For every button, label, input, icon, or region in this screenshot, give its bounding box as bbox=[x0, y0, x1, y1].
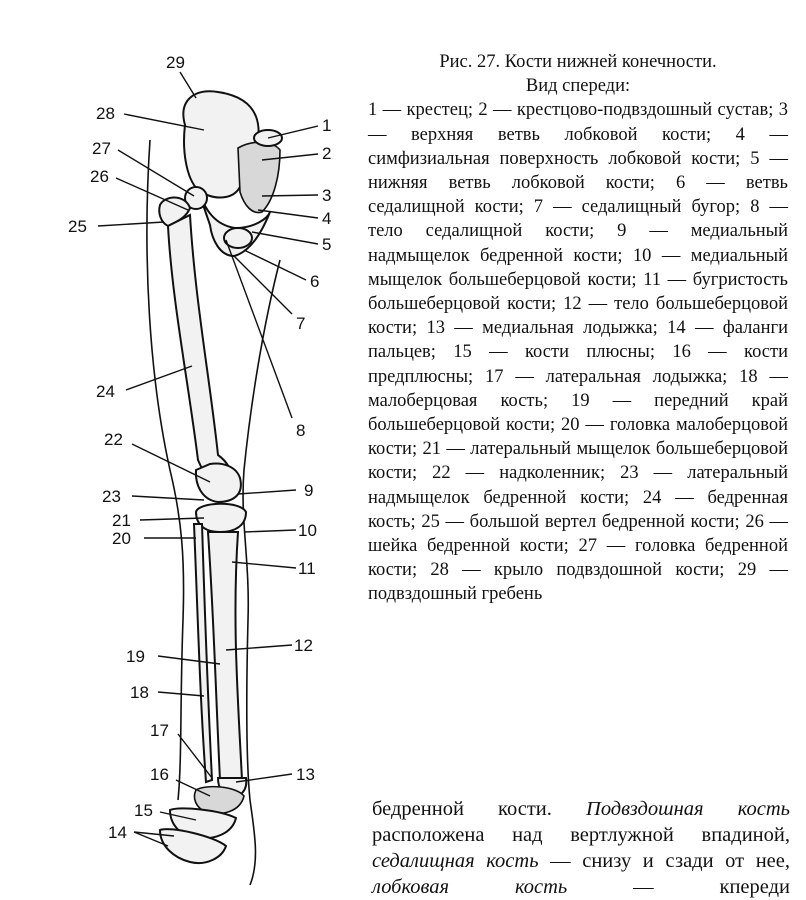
leader-15 bbox=[159, 811, 197, 821]
leader-25 bbox=[97, 221, 165, 227]
body-text-1: бедренной кости. bbox=[372, 798, 587, 820]
leader-23 bbox=[131, 495, 205, 501]
tibia-shaft bbox=[206, 531, 244, 781]
leader-9 bbox=[237, 489, 297, 495]
sacrum bbox=[237, 141, 281, 214]
leader-7 bbox=[233, 255, 293, 315]
leader-lines bbox=[97, 71, 319, 847]
label-15: 15 bbox=[134, 801, 153, 820]
body-text: бедренной кости. Подвздошная кость распо… bbox=[372, 796, 790, 900]
label-25: 25 bbox=[68, 217, 87, 236]
label-23: 23 bbox=[102, 487, 121, 506]
leader-26 bbox=[115, 177, 189, 211]
leader-3 bbox=[261, 194, 319, 197]
label-12: 12 bbox=[294, 636, 313, 655]
term-ischium: седалищная кость bbox=[372, 850, 539, 872]
leader-14b bbox=[133, 831, 175, 837]
label-29: 29 bbox=[166, 53, 185, 72]
leader-4 bbox=[257, 209, 319, 219]
label-27: 27 bbox=[92, 139, 111, 158]
leader-28 bbox=[123, 113, 205, 131]
body-text-4: — кпереди bbox=[567, 876, 790, 898]
label-24: 24 bbox=[96, 382, 115, 401]
label-16: 16 bbox=[150, 765, 169, 784]
label-22: 22 bbox=[104, 430, 123, 449]
number-labels: 1 2 3 4 5 6 7 8 9 10 11 12 13 14 15 16 1… bbox=[68, 53, 331, 842]
leader-22 bbox=[131, 443, 211, 483]
fibula bbox=[192, 523, 214, 784]
pelvis bbox=[182, 90, 283, 258]
femur-condyles bbox=[194, 462, 242, 504]
leader-5 bbox=[251, 231, 319, 245]
label-21: 21 bbox=[112, 511, 131, 530]
caption-title: Рис. 27. Кости нижней конечности. bbox=[439, 52, 717, 72]
leader-12 bbox=[225, 644, 293, 651]
leader-14a bbox=[133, 831, 169, 847]
leader-29 bbox=[179, 71, 197, 99]
leader-19 bbox=[157, 655, 221, 665]
leader-6 bbox=[243, 249, 307, 281]
leader-18 bbox=[157, 691, 205, 697]
label-5: 5 bbox=[322, 235, 331, 254]
tarsals bbox=[193, 785, 245, 815]
leader-13 bbox=[235, 773, 293, 783]
body-text-3: — снизу и сзади от нее, bbox=[538, 850, 790, 872]
leader-8 bbox=[225, 239, 293, 419]
label-1: 1 bbox=[322, 116, 331, 135]
label-2: 2 bbox=[322, 144, 331, 163]
femur-shaft bbox=[166, 213, 234, 486]
caption-subtitle: Вид спереди: bbox=[525, 76, 631, 97]
figure-caption: Рис. 27. Кости нижней конечности. Вид сп… bbox=[368, 50, 788, 607]
phalanges bbox=[158, 828, 228, 864]
label-17: 17 bbox=[150, 721, 169, 740]
label-18: 18 bbox=[130, 683, 149, 702]
leader-10 bbox=[243, 529, 297, 533]
label-13: 13 bbox=[296, 765, 315, 784]
label-14: 14 bbox=[108, 823, 127, 842]
label-28: 28 bbox=[96, 104, 115, 123]
label-8: 8 bbox=[296, 421, 305, 440]
leader-1 bbox=[267, 125, 319, 139]
leg-silhouette bbox=[146, 139, 281, 886]
label-19: 19 bbox=[126, 647, 145, 666]
label-11: 11 bbox=[298, 559, 316, 578]
label-4: 4 bbox=[322, 209, 331, 228]
caption-legend: 1 — крестец; 2 — крестцово-подвздошный с… bbox=[368, 100, 788, 605]
label-6: 6 bbox=[310, 272, 319, 291]
term-pubis: лобковая кость bbox=[372, 876, 568, 898]
foot bbox=[158, 785, 245, 864]
femoral-head bbox=[184, 186, 208, 210]
term-ilium: Подвздошная кость bbox=[586, 798, 790, 820]
label-10: 10 bbox=[298, 521, 317, 540]
label-3: 3 bbox=[322, 186, 331, 205]
leader-2 bbox=[261, 153, 319, 161]
obturator-foramen bbox=[223, 227, 253, 249]
leader-27 bbox=[117, 149, 195, 197]
label-20: 20 bbox=[112, 529, 131, 548]
lower-leg bbox=[192, 502, 248, 798]
leader-17 bbox=[177, 733, 213, 779]
label-9: 9 bbox=[304, 481, 313, 500]
body-text-2: расположена над вертлужной впадиной, bbox=[372, 824, 790, 846]
leader-24 bbox=[125, 365, 193, 391]
leader-16 bbox=[175, 779, 211, 797]
femur bbox=[158, 186, 242, 504]
leader-21 bbox=[139, 517, 205, 521]
leader-11 bbox=[231, 561, 297, 569]
label-7: 7 bbox=[296, 314, 305, 333]
label-26: 26 bbox=[90, 167, 109, 186]
